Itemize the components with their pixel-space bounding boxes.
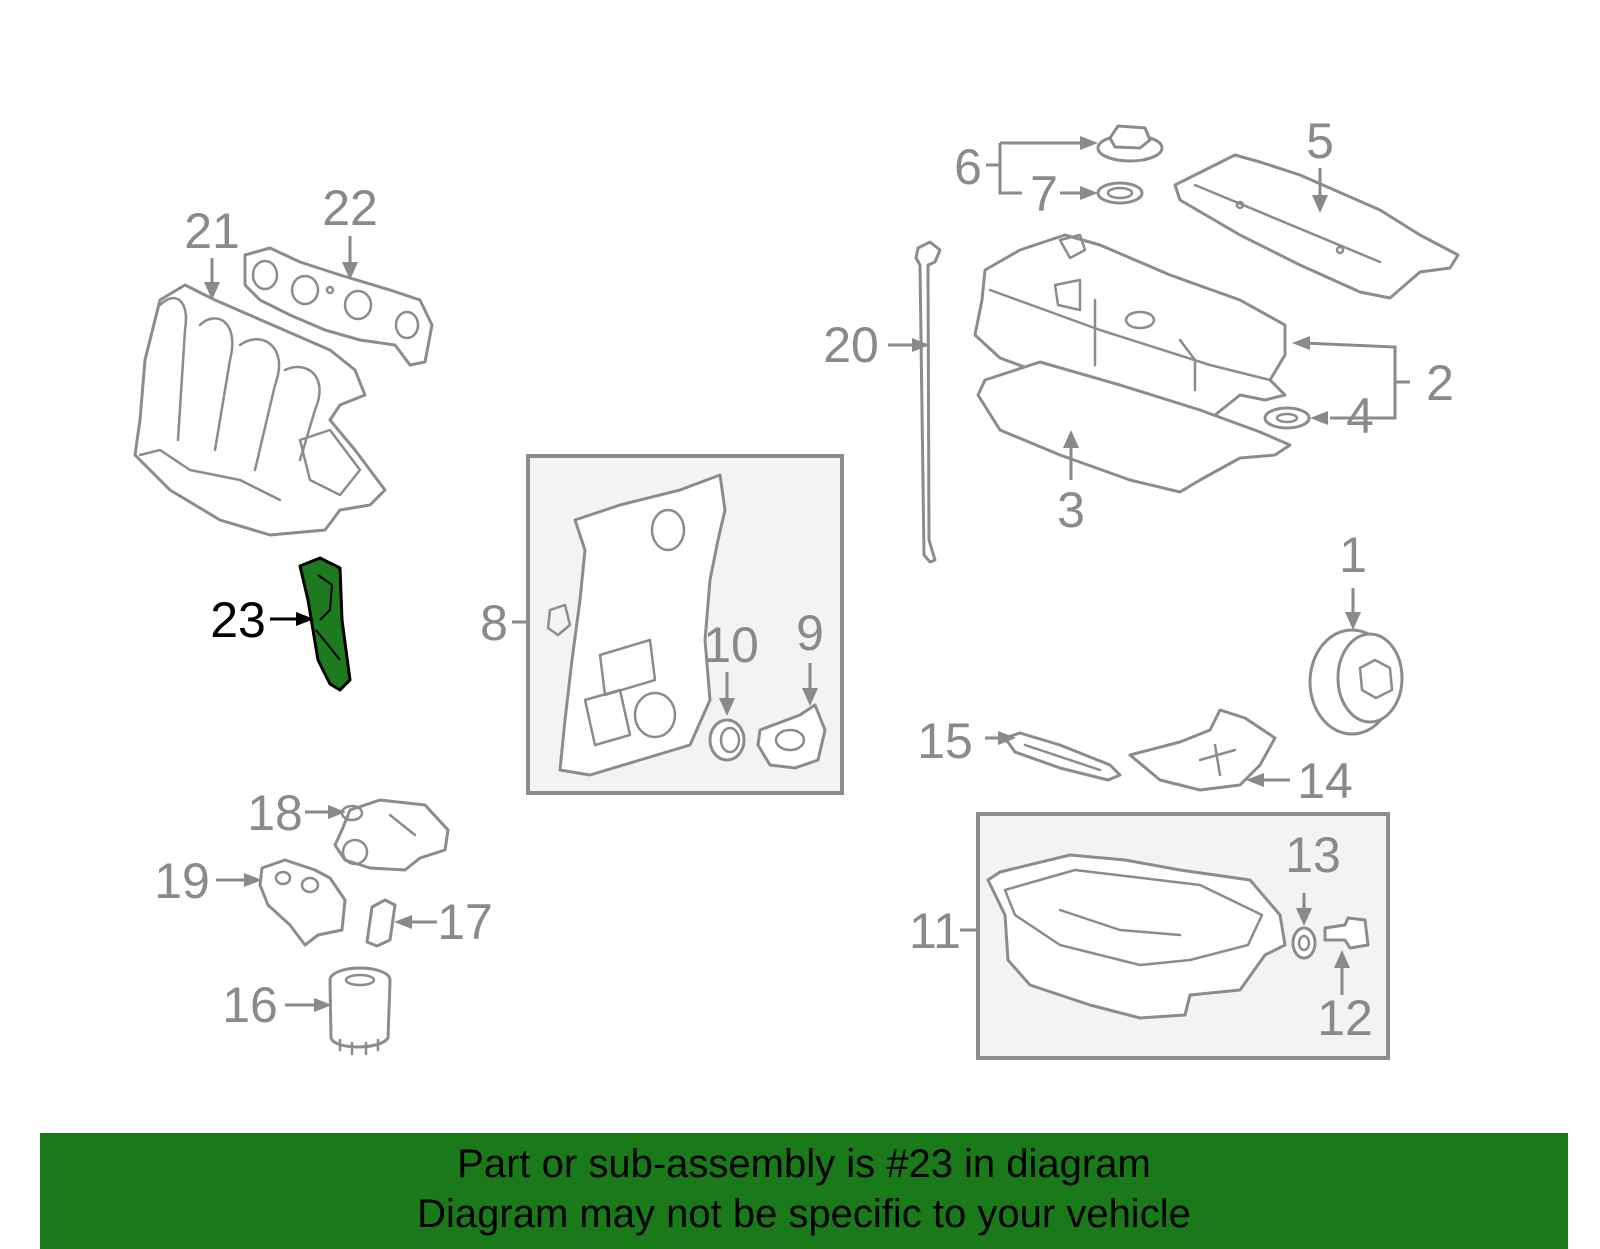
callout-12[interactable]: 12 — [1317, 990, 1373, 1046]
callout-2[interactable]: 2 — [1426, 355, 1454, 411]
drain-washer-part[interactable] — [1291, 926, 1317, 960]
mount-bracket-part[interactable] — [258, 858, 347, 947]
callout-labels: 1 2 3 4 5 6 7 8 9 10 11 12 13 14 15 16 1… — [154, 113, 1454, 1046]
crankshaft-pulley-part[interactable] — [1308, 628, 1404, 736]
callout-8[interactable]: 8 — [480, 595, 508, 651]
callout-13[interactable]: 13 — [1285, 827, 1341, 883]
callout-1[interactable]: 1 — [1339, 527, 1367, 583]
callout-17[interactable]: 17 — [437, 894, 493, 950]
banner-line-2: Diagram may not be specific to your vehi… — [417, 1192, 1191, 1236]
valve-cover-gasket-part[interactable] — [976, 360, 1292, 494]
callout-19[interactable]: 19 — [154, 853, 210, 909]
intake-manifold-part[interactable] — [133, 283, 387, 537]
callout-6[interactable]: 6 — [954, 139, 982, 195]
filter-element-part[interactable] — [365, 898, 397, 948]
callout-10[interactable]: 10 — [703, 617, 759, 673]
callout-18[interactable]: 18 — [247, 785, 303, 841]
oil-filter-part[interactable] — [328, 966, 392, 1056]
dipstick-part[interactable] — [914, 240, 942, 564]
crank-oil-seal-part[interactable] — [708, 718, 746, 762]
leader-lines — [204, 136, 1410, 1012]
oil-filter-housing-part[interactable] — [333, 798, 450, 872]
callout-14[interactable]: 14 — [1297, 753, 1353, 809]
callout-15[interactable]: 15 — [917, 713, 973, 769]
callout-9[interactable]: 9 — [796, 605, 824, 661]
callout-16[interactable]: 16 — [222, 977, 278, 1033]
oil-filler-cap-part[interactable] — [1096, 124, 1164, 163]
oil-pan-part[interactable] — [986, 853, 1287, 1020]
callout-23-highlighted[interactable]: 23 — [210, 592, 266, 648]
timing-chain-cover-part[interactable] — [546, 473, 727, 777]
cap-seal-part[interactable] — [1096, 181, 1144, 205]
callout-5[interactable]: 5 — [1306, 113, 1334, 169]
callout-22[interactable]: 22 — [322, 180, 378, 236]
callout-20[interactable]: 20 — [823, 317, 879, 373]
engine-cover-part[interactable] — [1173, 153, 1460, 300]
callout-21[interactable]: 21 — [184, 203, 240, 259]
oil-pan-stiffener-part[interactable] — [1128, 708, 1277, 792]
intake-gasket-part[interactable] — [243, 246, 434, 367]
callout-7[interactable]: 7 — [1030, 166, 1058, 222]
callout-3[interactable]: 3 — [1057, 482, 1085, 538]
oil-pump-part[interactable] — [756, 703, 827, 770]
manifold-bracket-part-highlighted[interactable] — [298, 556, 352, 692]
valve-cover-washer-part[interactable] — [1263, 406, 1311, 430]
oil-baffle-part[interactable] — [1003, 731, 1122, 782]
callout-4[interactable]: 4 — [1346, 388, 1374, 444]
info-banner: Part or sub-assembly is #23 in diagram D… — [40, 1133, 1568, 1249]
drain-bolt-part[interactable] — [1323, 916, 1370, 950]
banner-line-1: Part or sub-assembly is #23 in diagram — [457, 1142, 1151, 1186]
callout-11[interactable]: 11 — [909, 903, 961, 959]
